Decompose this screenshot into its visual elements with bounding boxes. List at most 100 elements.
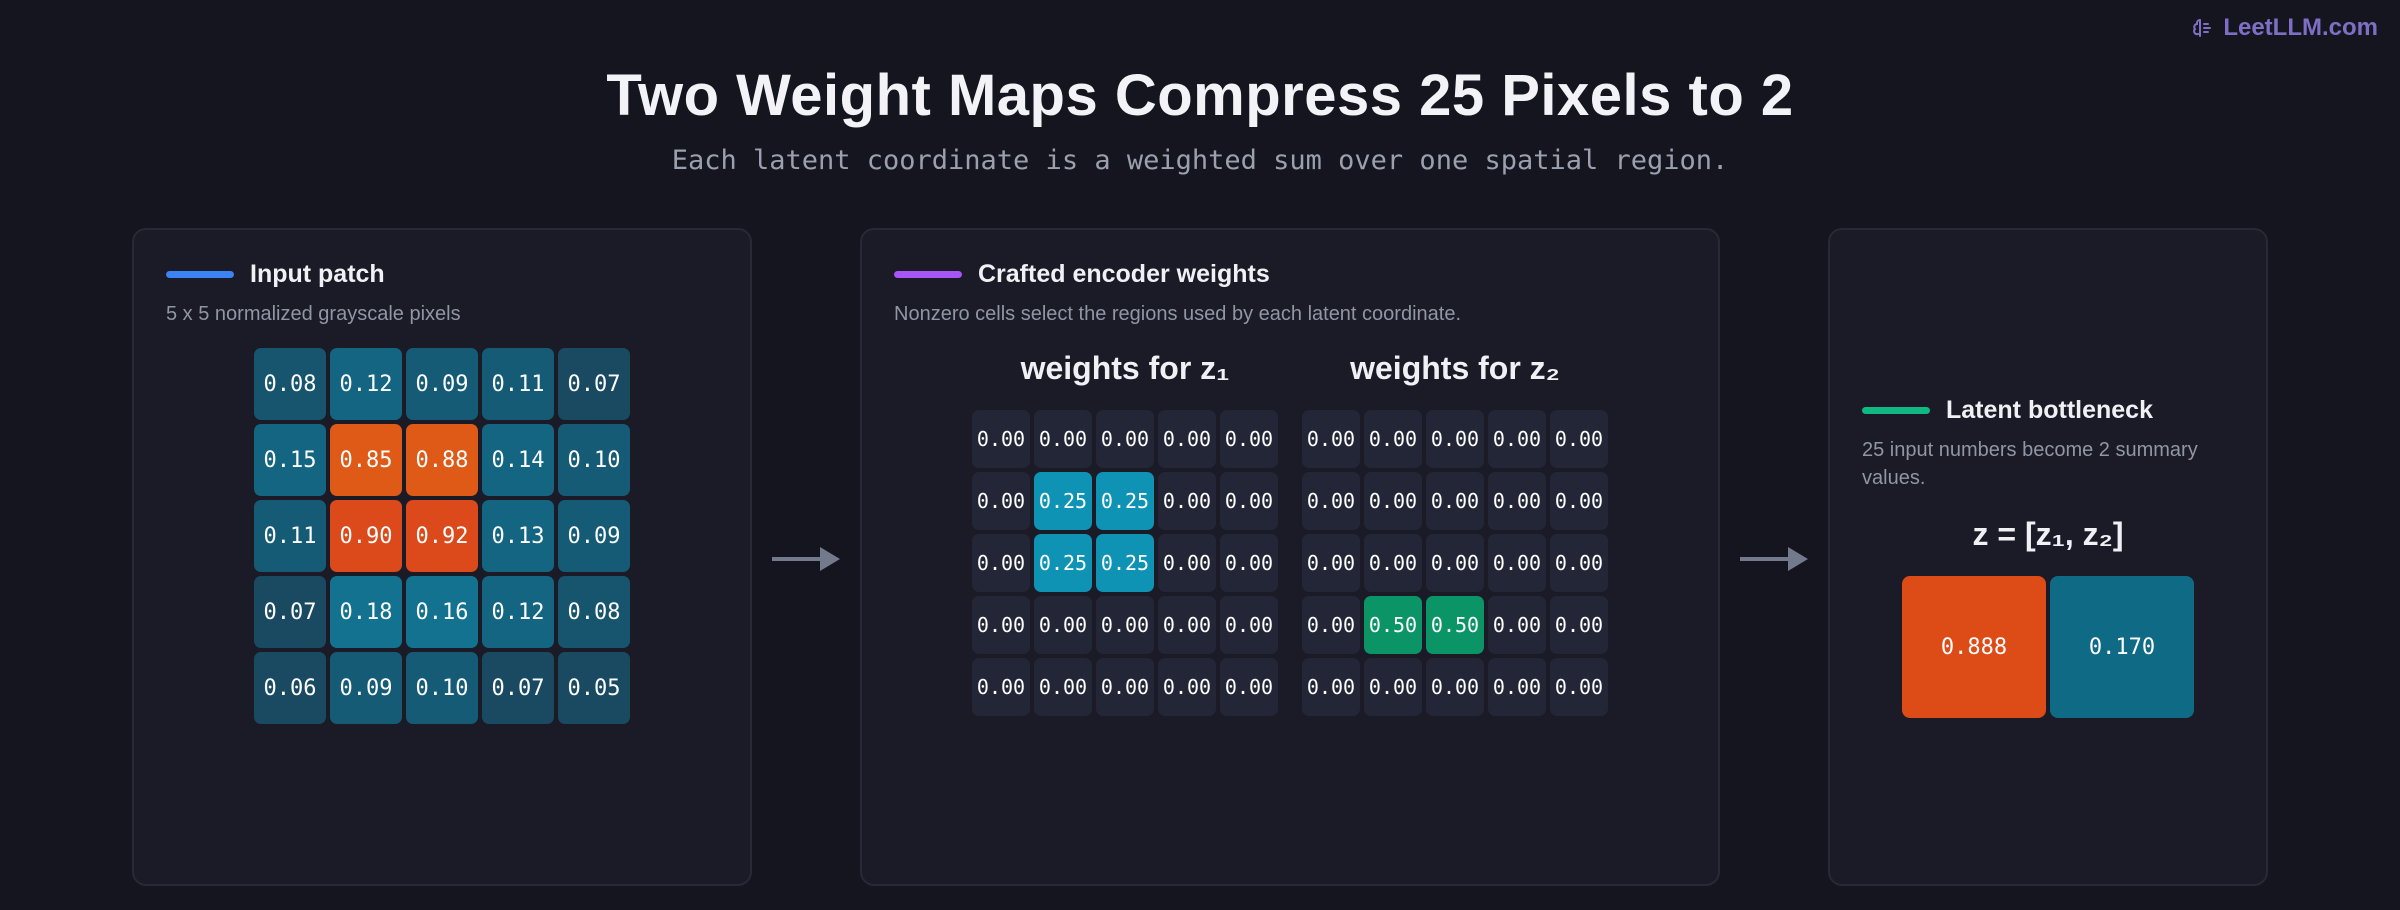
weights-z1-label: weights for z₁ (1020, 350, 1230, 386)
input-panel-title: Input patch (250, 260, 385, 288)
weight-z1-cell: 0.00 (1158, 410, 1216, 468)
input-pixel-cell: 0.12 (330, 348, 402, 420)
input-pixel-cell: 0.15 (254, 424, 326, 496)
weight-z2-cell: 0.00 (1488, 410, 1546, 468)
weight-z1-cell: 0.00 (972, 658, 1030, 716)
brand-logo: LeetLLM.com (2191, 14, 2378, 42)
input-pixel-cell: 0.09 (330, 652, 402, 724)
weight-z1-cell: 0.00 (972, 472, 1030, 530)
weight-z1-cell: 0.00 (1220, 658, 1278, 716)
weight-z2-cell: 0.00 (1426, 534, 1484, 592)
weight-z2-cell: 0.00 (1302, 596, 1360, 654)
input-pixel-cell: 0.90 (330, 500, 402, 572)
weight-z1-cell: 0.00 (1034, 596, 1092, 654)
weight-z1-cell: 0.00 (1034, 658, 1092, 716)
weight-z1-cell: 0.00 (1220, 410, 1278, 468)
weight-z2-cell: 0.00 (1426, 658, 1484, 716)
input-pixel-cell: 0.07 (254, 576, 326, 648)
latent-bottleneck-panel: Latent bottleneck 25 input numbers becom… (1828, 228, 2268, 886)
latent-formula: z = [z₁, z₂] (1972, 516, 2124, 552)
weight-z2-cell: 0.00 (1426, 472, 1484, 530)
encoder-weights-panel: Crafted encoder weights Nonzero cells se… (860, 228, 1720, 886)
brain-icon (2193, 19, 2212, 37)
input-pixel-cell: 0.16 (406, 576, 478, 648)
weight-z1-cell: 0.00 (972, 596, 1030, 654)
weight-z2-cell: 0.00 (1302, 534, 1360, 592)
input-pixel-cell: 0.12 (482, 576, 554, 648)
arrow-right-icon (1740, 547, 1808, 571)
weight-z2-cell: 0.00 (1426, 410, 1484, 468)
weight-z2-cell: 0.00 (1550, 658, 1608, 716)
input-patch-panel: Input patch 5 x 5 normalized grayscale p… (132, 228, 752, 886)
weight-z1-cell: 0.00 (1034, 410, 1092, 468)
weight-z2-cell: 0.00 (1550, 410, 1608, 468)
page-title: Two Weight Maps Compress 25 Pixels to 2 (606, 63, 1794, 128)
weight-z2-cell: 0.00 (1364, 658, 1422, 716)
weights-accent-bar (894, 271, 962, 278)
input-pixel-cell: 0.07 (558, 348, 630, 420)
page-subtitle: Each latent coordinate is a weighted sum… (671, 145, 1729, 176)
weight-z1-cell: 0.00 (1220, 596, 1278, 654)
weights-panel-header: Crafted encoder weights (894, 260, 1270, 289)
input-pixel-cell: 0.09 (558, 500, 630, 572)
input-pixel-cell: 0.85 (330, 424, 402, 496)
input-pixel-cell: 0.14 (482, 424, 554, 496)
input-pixel-cell: 0.11 (482, 348, 554, 420)
input-pixel-cell: 0.08 (254, 348, 326, 420)
brand-text: LeetLLM.com (2223, 14, 2378, 41)
input-pixel-cell: 0.07 (482, 652, 554, 724)
weight-z1-cell: 0.00 (1220, 472, 1278, 530)
weight-z2-cell: 0.00 (1364, 534, 1422, 592)
weight-z2-cell: 0.00 (1550, 596, 1608, 654)
weight-z2-cell: 0.00 (1488, 534, 1546, 592)
input-pixel-cell: 0.05 (558, 652, 630, 724)
latent-panel-header: Latent bottleneck (1862, 396, 2153, 425)
latent-panel-desc: 25 input numbers become 2 summary values… (1862, 439, 2198, 489)
weight-z1-cell: 0.25 (1034, 534, 1092, 592)
latent-z2-box: 0.170 (2050, 576, 2194, 718)
input-pixel-cell: 0.88 (406, 424, 478, 496)
weight-z2-cell: 0.00 (1488, 596, 1546, 654)
input-pixel-cell: 0.08 (558, 576, 630, 648)
input-pixel-cell: 0.92 (406, 500, 478, 572)
weight-z2-cell: 0.00 (1302, 410, 1360, 468)
input-pixel-cell: 0.11 (254, 500, 326, 572)
input-accent-bar (166, 271, 234, 278)
weight-z2-cell: 0.00 (1488, 658, 1546, 716)
weight-z2-cell: 0.00 (1550, 472, 1608, 530)
input-pixel-cell: 0.13 (482, 500, 554, 572)
weight-z2-cell: 0.00 (1488, 472, 1546, 530)
weight-z1-cell: 0.00 (1158, 658, 1216, 716)
weight-z1-cell: 0.25 (1034, 472, 1092, 530)
weight-z2-cell: 0.00 (1364, 410, 1422, 468)
latent-z1-box: 0.888 (1902, 576, 2046, 718)
input-pixel-cell: 0.18 (330, 576, 402, 648)
input-panel-header: Input patch (166, 260, 385, 289)
input-pixel-cell: 0.10 (406, 652, 478, 724)
weight-z2-cell: 0.00 (1364, 472, 1422, 530)
weight-z2-cell: 0.00 (1302, 658, 1360, 716)
weight-z1-cell: 0.00 (1158, 596, 1216, 654)
weights-panel-title: Crafted encoder weights (978, 260, 1270, 288)
input-pixel-cell: 0.10 (558, 424, 630, 496)
latent-panel-title: Latent bottleneck (1946, 396, 2153, 424)
weight-z1-cell: 0.00 (1158, 534, 1216, 592)
weight-z1-cell: 0.25 (1096, 534, 1154, 592)
weight-z2-cell: 0.00 (1302, 472, 1360, 530)
weight-z1-cell: 0.00 (972, 410, 1030, 468)
weight-z2-cell: 0.00 (1550, 534, 1608, 592)
weight-z2-cell: 0.50 (1364, 596, 1422, 654)
weights-panel-desc: Nonzero cells select the regions used by… (894, 303, 1462, 325)
weights-z2-label: weights for z₂ (1350, 350, 1560, 386)
weight-z1-cell: 0.00 (1220, 534, 1278, 592)
weight-z2-cell: 0.50 (1426, 596, 1484, 654)
weight-z1-cell: 0.00 (1096, 410, 1154, 468)
weight-z1-cell: 0.00 (972, 534, 1030, 592)
weight-z1-cell: 0.25 (1096, 472, 1154, 530)
weight-z1-cell: 0.00 (1096, 596, 1154, 654)
input-panel-desc: 5 x 5 normalized grayscale pixels (166, 303, 461, 325)
arrow-right-icon (772, 547, 840, 571)
